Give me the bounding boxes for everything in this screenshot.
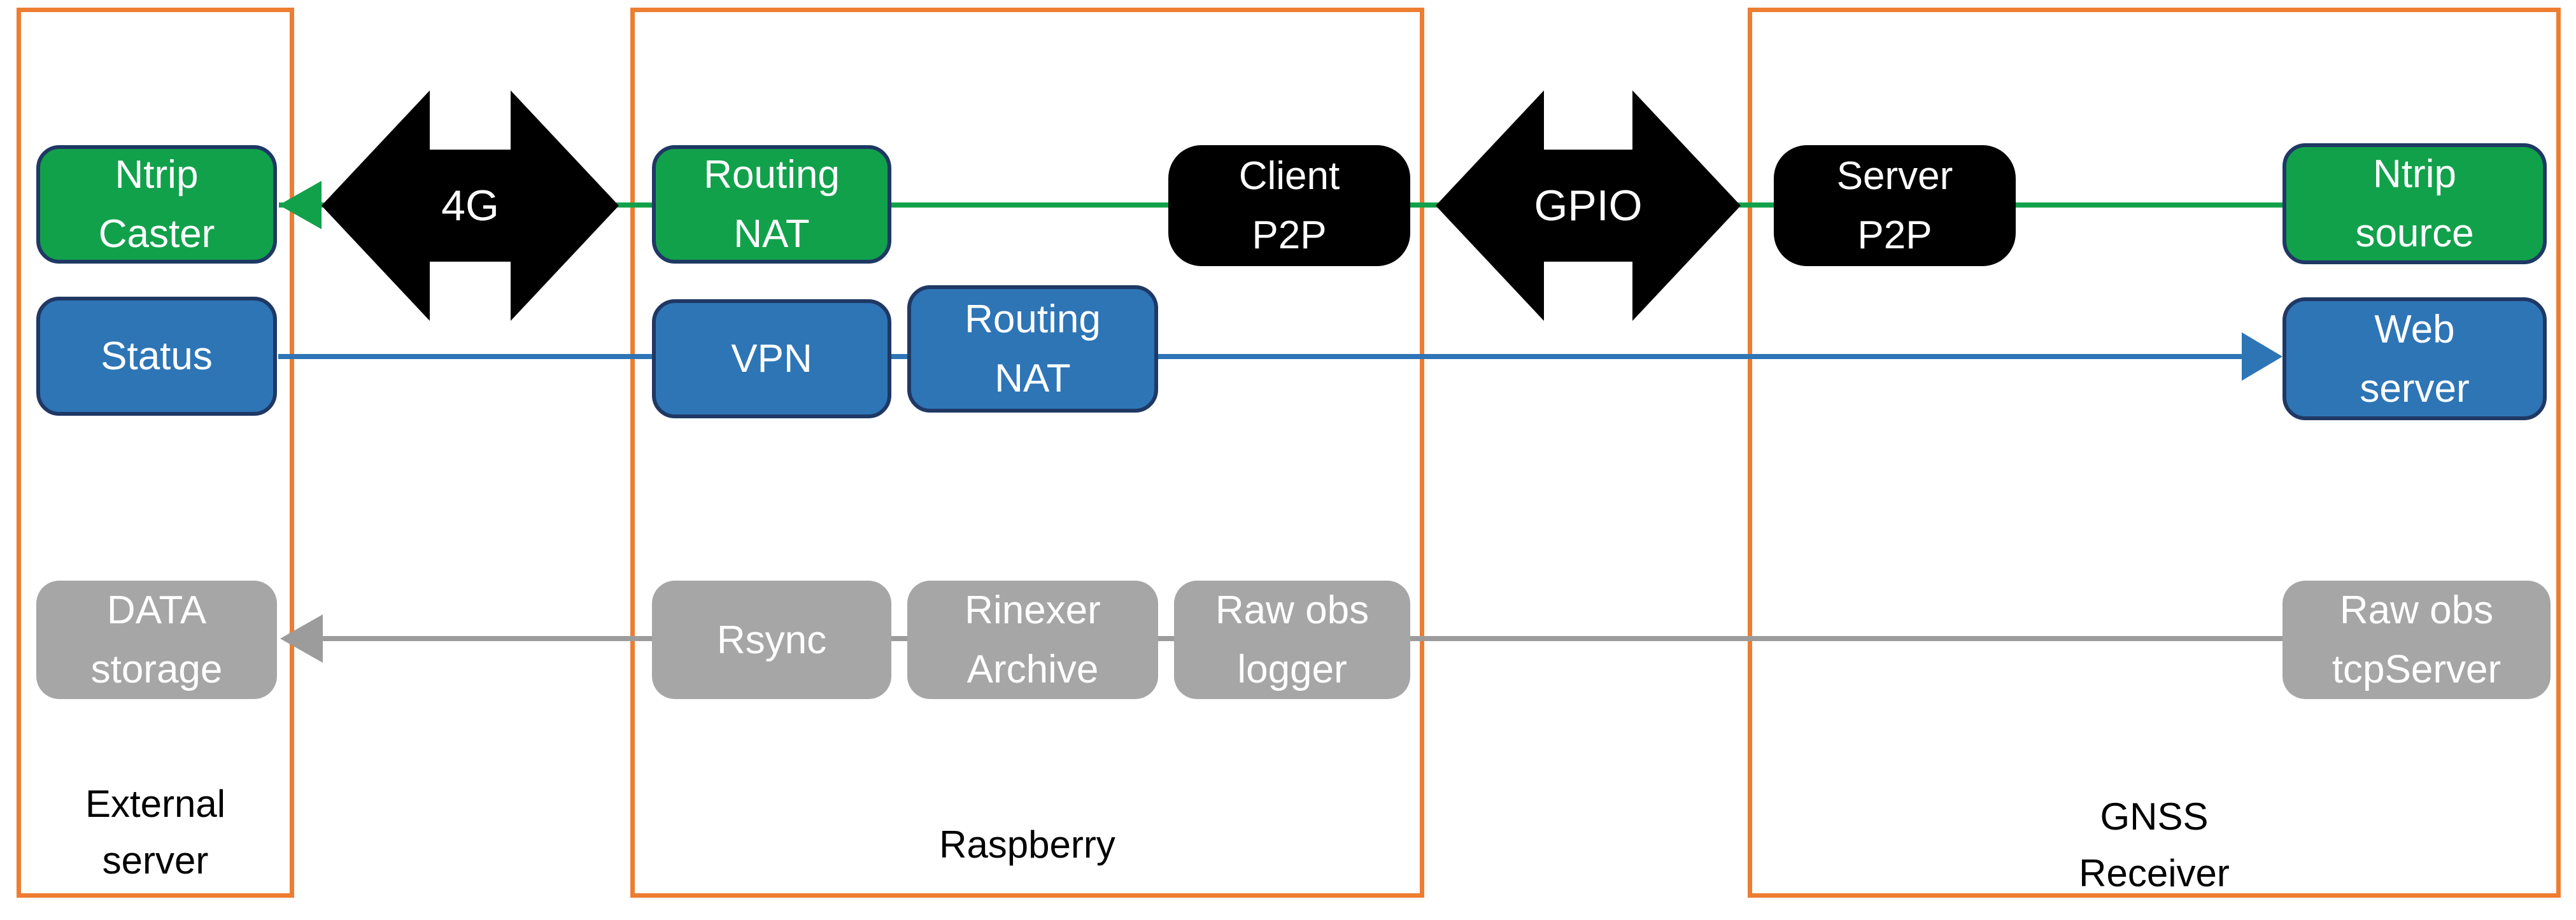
node-ntrip-source: Ntrip source — [2282, 143, 2547, 264]
green-arrowhead-icon — [279, 181, 322, 229]
node-routing-nat-wan: Routing NAT — [652, 145, 891, 264]
link-label-gpio: GPIO — [1534, 181, 1643, 230]
gray-arrowhead-icon — [280, 614, 323, 663]
blue-arrowhead-icon — [2242, 332, 2282, 381]
node-raw-obs-tcpserver: Raw obs tcpServer — [2282, 581, 2551, 699]
container-label-external-server: External server — [85, 782, 226, 882]
node-data-storage: DATA storage — [36, 581, 277, 699]
container-gnss-receiver — [1748, 8, 2561, 898]
node-server-p2p: Server P2P — [1774, 145, 2016, 266]
double-arrow-gpio-icon — [1436, 90, 1741, 321]
node-vpn: VPN — [652, 299, 891, 418]
node-ntrip-caster: Ntrip Caster — [36, 145, 277, 264]
container-raspberry — [630, 8, 1424, 898]
container-label-gnss-receiver: GNSS Receiver — [2079, 795, 2230, 895]
node-raw-obs-logger: Raw obs logger — [1174, 581, 1410, 699]
container-external-server — [17, 8, 294, 898]
node-rsync: Rsync — [652, 581, 891, 699]
node-web-server: Web server — [2282, 297, 2547, 420]
node-rinexer-archive: Rinexer Archive — [907, 581, 1158, 699]
node-status: Status — [36, 297, 277, 416]
node-routing-nat-vpn: Routing NAT — [907, 285, 1158, 413]
container-label-raspberry: Raspberry — [939, 823, 1115, 866]
node-client-p2p: Client P2P — [1168, 145, 1410, 266]
double-arrow-4g-icon — [322, 90, 619, 321]
link-label-4g: 4G — [441, 181, 499, 230]
